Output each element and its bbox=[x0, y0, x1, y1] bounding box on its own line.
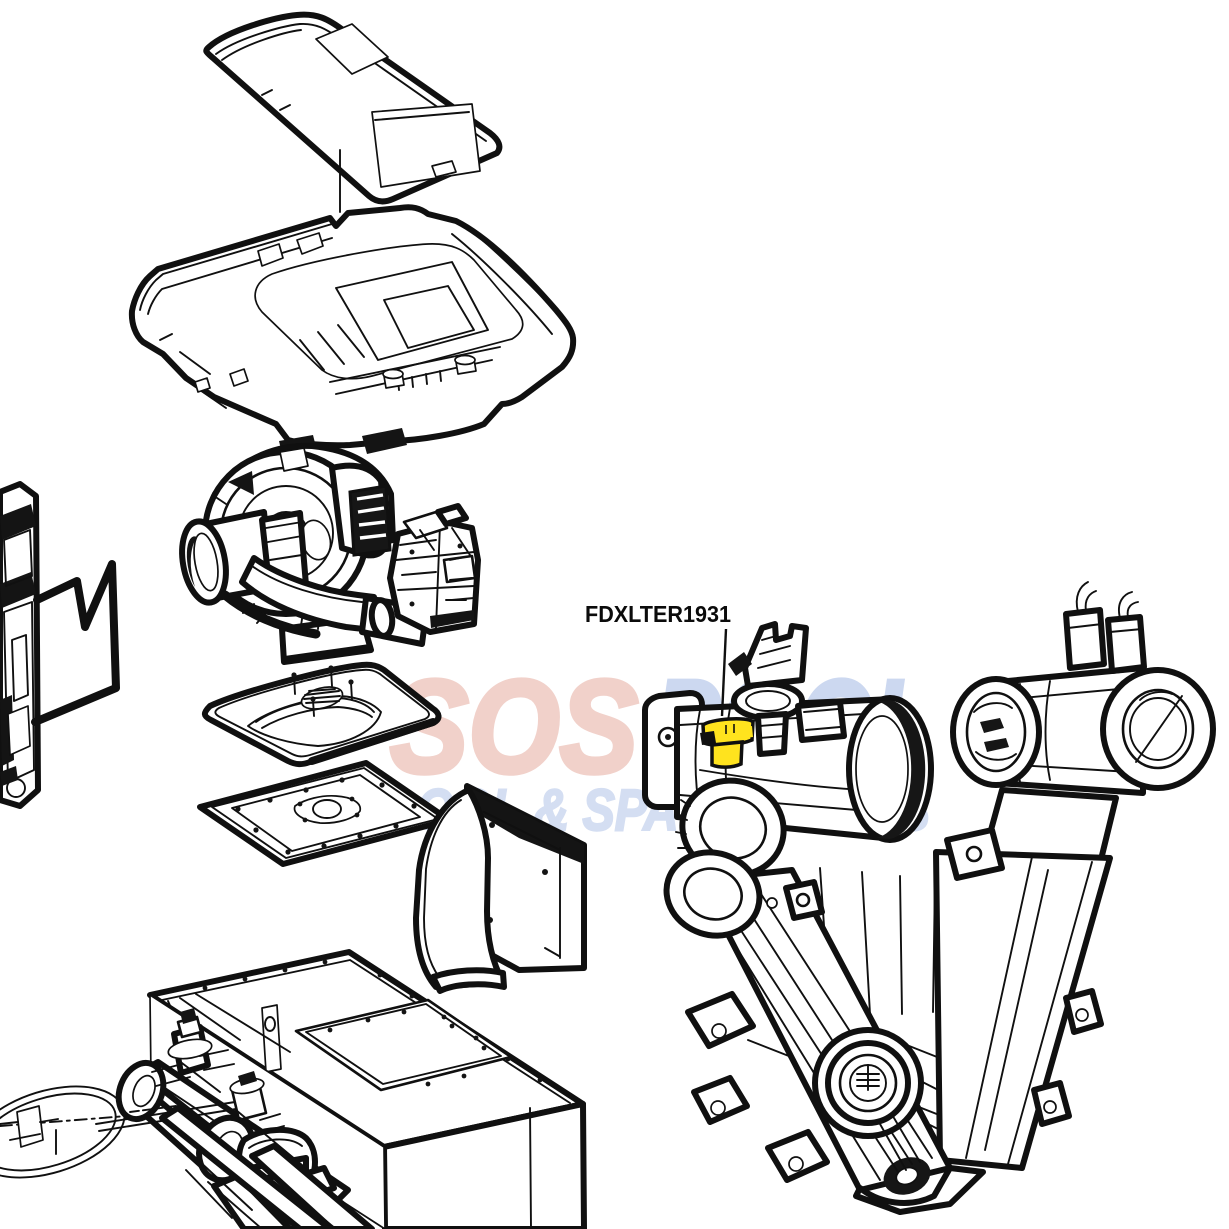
svg-text:FDXLTER1931: FDXLTER1931 bbox=[585, 601, 731, 627]
